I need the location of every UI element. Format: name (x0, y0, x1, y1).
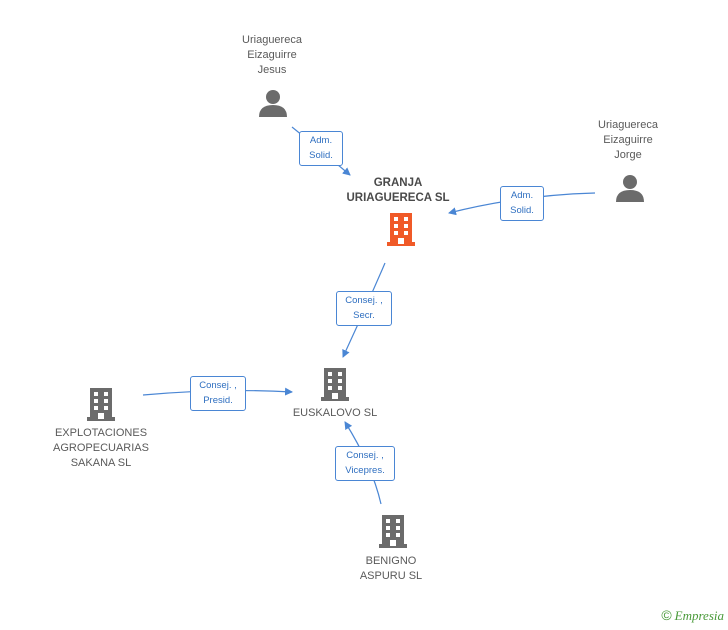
person-icon (616, 175, 644, 202)
copyright-symbol: © (661, 607, 672, 623)
node-label-granja[interactable]: GRANJA URIAGUERECA SL (346, 177, 450, 204)
brand-watermark[interactable]: ©Empresia (661, 607, 724, 624)
relation-granja-euskalovo: Consej. , Secr. (336, 291, 392, 326)
building-icon (387, 213, 415, 246)
node-label-euskalovo[interactable]: EUSKALOVO SL (292, 407, 378, 419)
node-label-explotaciones[interactable]: EXPLOTACIONES AGROPECUARIAS SAKANA SL (53, 427, 149, 469)
node-label-benigno[interactable]: BENIGNO ASPURU SL (359, 555, 423, 582)
relation-explotaciones-euskalovo: Consej. , Presid. (190, 376, 246, 411)
relation-benigno-euskalovo: Consej. , Vicepres. (335, 446, 395, 481)
node-label-jesus[interactable]: Uriaguereca Eizaguirre Jesus (242, 34, 302, 76)
building-icon (321, 368, 349, 401)
person-icon (259, 90, 287, 117)
node-label-jorge[interactable]: Uriaguereca Eizaguirre Jorge (598, 119, 658, 161)
building-icon (379, 515, 407, 548)
relation-jorge-granja: Adm. Solid. (500, 186, 544, 221)
brand-name: Empresia (674, 608, 724, 623)
relation-jesus-granja: Adm. Solid. (299, 131, 343, 166)
building-icon (87, 388, 115, 421)
